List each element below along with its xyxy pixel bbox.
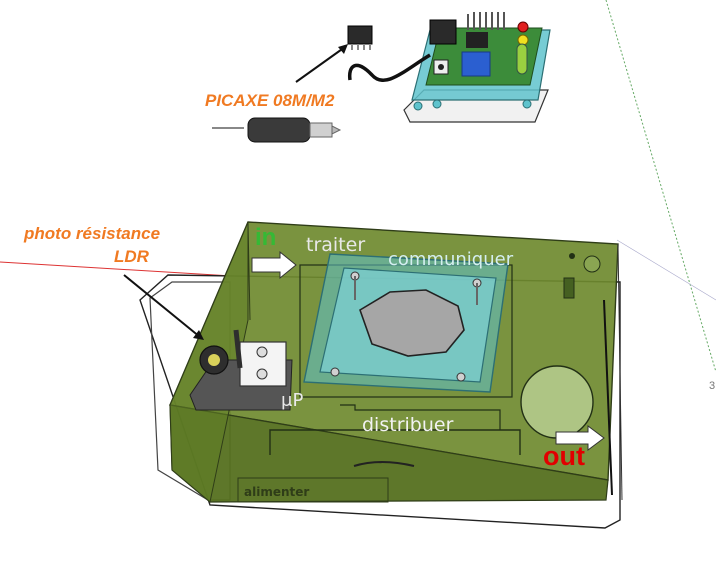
alimenter-area [237,477,389,503]
slot [353,461,415,467]
ldr-label: LDR [114,247,149,266]
photo-resistance-label: photo résistance [24,224,161,243]
display-frame[interactable] [303,253,509,393]
traiter-label: traiter [306,234,366,256]
chip-icon [347,25,373,50]
pointer-arrow-ldr [123,274,201,338]
small-slot [563,277,575,299]
screws [330,271,482,382]
ic-socket-top [466,32,488,48]
in-label: in [255,224,277,251]
jack-plug-icon [247,117,342,143]
standoffs [413,99,532,111]
arrow-icon-out [555,425,605,451]
microp-label: μP [281,390,304,411]
led-icon [517,21,529,33]
dip-switch [461,51,491,77]
distribuer-label: distribuer [362,414,454,436]
axis-green-line [605,0,716,373]
led-icon-green [516,43,528,75]
picaxe-board-assembly[interactable] [347,12,551,123]
out-label: out [543,441,585,471]
screen-octagon [359,289,465,357]
ldr-assembly[interactable] [189,329,293,411]
axis-red-line [0,261,233,277]
led-icon-yellow [517,34,529,46]
pointer-arrow-chip [295,46,346,83]
edge-number: 3 [709,380,716,392]
cable [347,53,431,82]
arrow-icon-in [251,250,297,280]
communiquer-label: communiquer [388,249,514,270]
speaker-hole [520,365,594,439]
connector-block [429,19,457,45]
header-pins [467,12,505,30]
axis-green-line-2 [616,239,716,301]
alimenter-label: alimenter [244,485,310,499]
picaxe-label: PICAXE 08M/M2 [205,91,335,110]
